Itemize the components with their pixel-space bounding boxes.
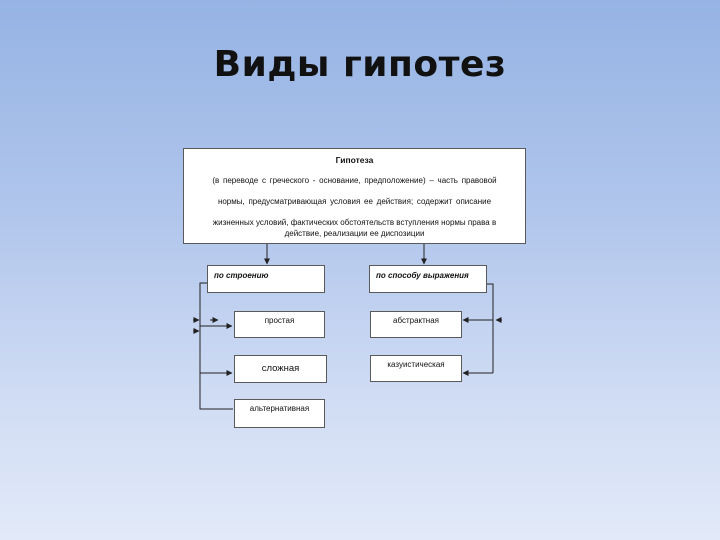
left-bracket	[199, 282, 233, 410]
definition-line-1: (в переводе с греческого - основание, пр…	[212, 176, 497, 185]
definition-line-2: нормы, предусматривающая условия ее дейс…	[217, 197, 492, 206]
definition-line-3: жизненных условий, фактических обстоятел…	[212, 218, 497, 227]
right-bracket	[486, 283, 494, 373]
slide-title: Виды гипотез	[213, 44, 507, 85]
definition-line-4: действие, реализации ее диспозиции	[284, 229, 425, 238]
definition-heading: Гипотеза	[335, 155, 374, 165]
category-by-expression: по способу выражения	[369, 265, 487, 293]
type-alternative: альтернативная	[234, 399, 325, 428]
definition-box: Гипотеза (в переводе с греческого - осно…	[183, 148, 526, 244]
category-by-structure: по строению	[207, 265, 325, 293]
type-simple: простая	[234, 311, 325, 338]
type-casuistic: казуистическая	[370, 355, 462, 382]
type-complex: сложная	[234, 355, 327, 383]
type-abstract: абстрактная	[370, 311, 462, 338]
